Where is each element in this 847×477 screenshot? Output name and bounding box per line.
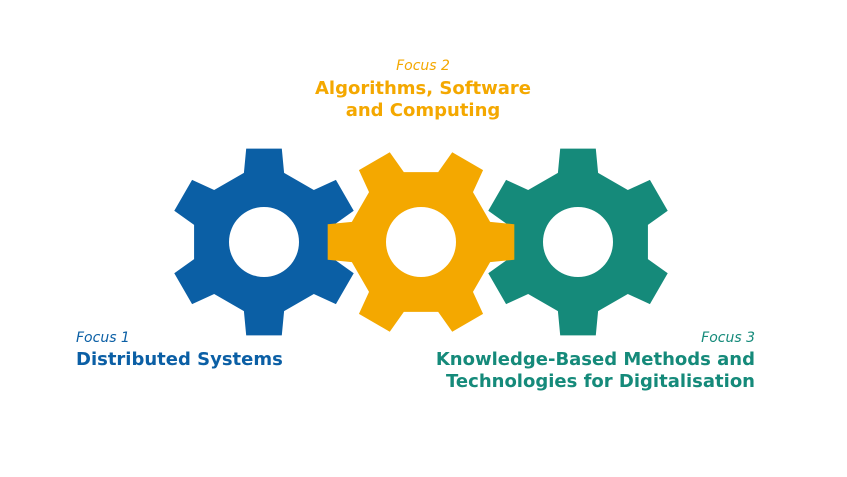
focus-3-title-line: Technologies for Digitalisation bbox=[446, 371, 755, 392]
focus-2-title-line: and Computing bbox=[345, 100, 501, 121]
gear-icon-blue bbox=[174, 148, 354, 336]
gear-icon-teal bbox=[488, 148, 668, 336]
focus-1-label: Focus 1 Distributed Systems bbox=[76, 330, 356, 371]
focus-2-title-line: Algorithms, Software bbox=[314, 77, 532, 99]
focus-3-title-line: Knowledge-Based Methods and bbox=[435, 348, 755, 370]
focus-2-label: Focus 2 Algorithms, Software and Computi… bbox=[273, 58, 573, 123]
focus-3-subtitle: Focus 3 bbox=[701, 330, 755, 346]
focus-2-subtitle: Focus 2 bbox=[396, 58, 450, 74]
focus-3-title: Knowledge-Based Methods and Technologies… bbox=[393, 349, 755, 394]
focus-2-title: Algorithms, Software and Computing bbox=[273, 78, 573, 123]
gear-icon-yellow bbox=[327, 152, 515, 332]
focus-1-title: Distributed Systems bbox=[76, 349, 356, 372]
focus-1-title-line: Distributed Systems bbox=[76, 348, 283, 370]
focus-1-subtitle: Focus 1 bbox=[76, 330, 130, 346]
focus-3-label: Focus 3 Knowledge-Based Methods and Tech… bbox=[393, 330, 755, 394]
